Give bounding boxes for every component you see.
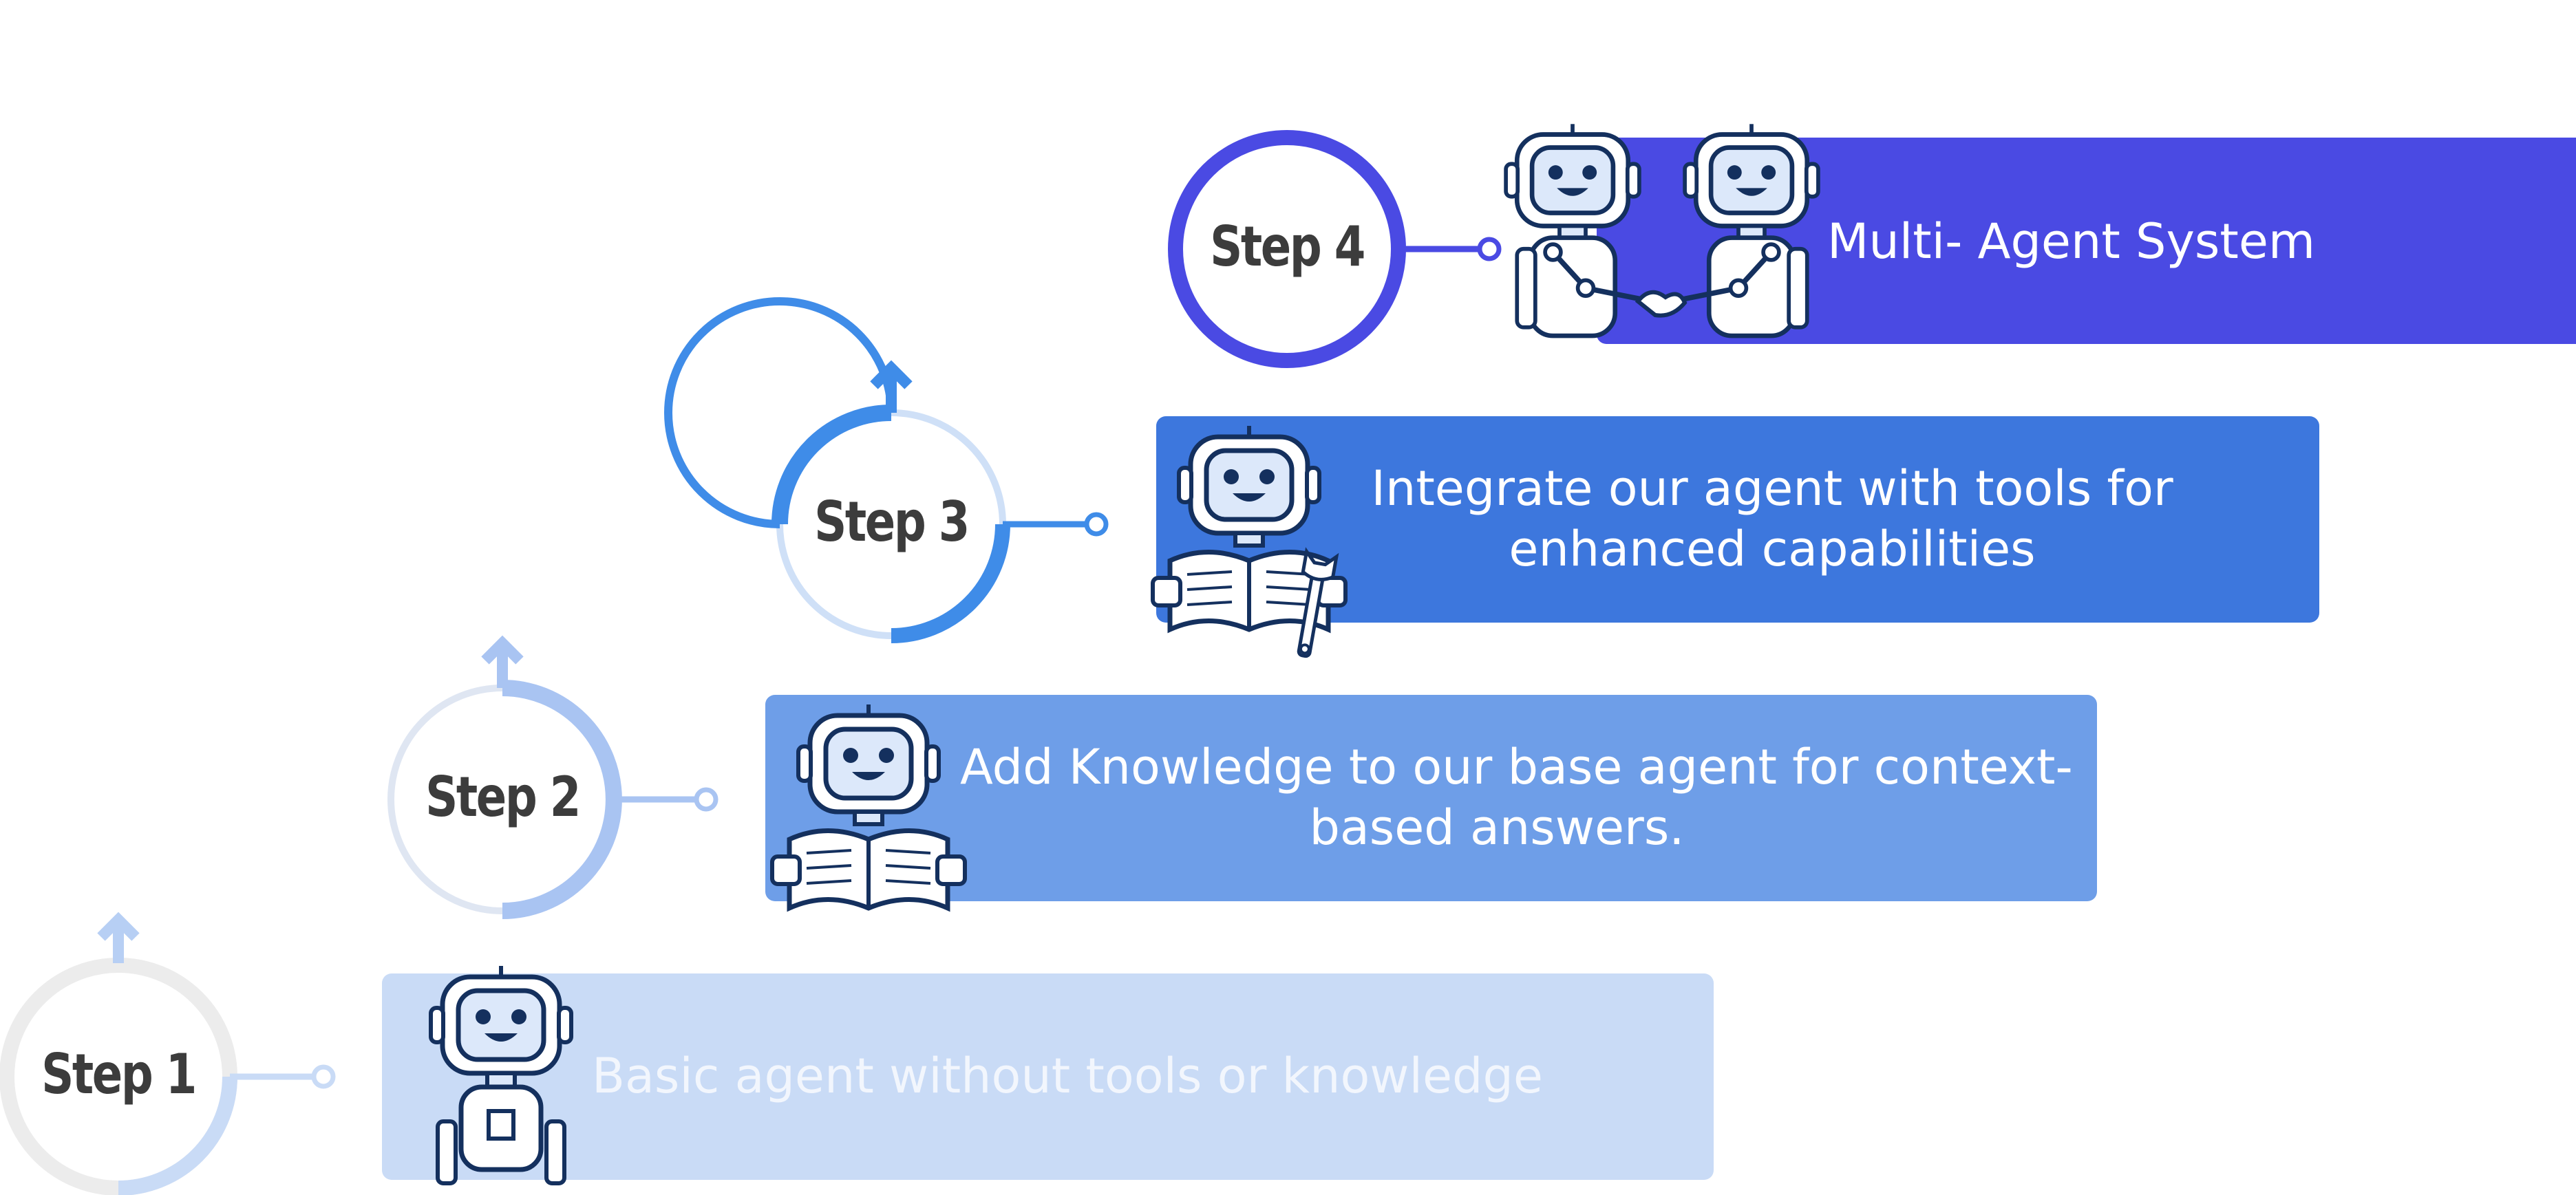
reading-robot-icon — [772, 704, 965, 908]
basic-robot-icon — [431, 966, 571, 1185]
step1-banner — [382, 973, 1714, 1180]
step2-banner — [765, 695, 2097, 901]
step3-banner — [1156, 416, 2319, 623]
step2-connector — [614, 787, 718, 812]
step2-description-line: based answers. — [1309, 799, 1685, 856]
step3-label: Step 3 — [814, 490, 970, 554]
step4-connector — [1398, 237, 1502, 261]
step1-description: Basic agent without tools or knowledge — [592, 1046, 1543, 1106]
step3-description: Integrate our agent with tools for enhan… — [1363, 458, 2182, 579]
step1-up-arrow-icon — [97, 912, 140, 963]
step3-up-arrow-icon — [870, 360, 913, 413]
step4-description-line: Multi- Agent System — [1827, 213, 2316, 270]
step4-description: Multi- Agent System — [1827, 211, 2316, 272]
step2-description: Add Knowledge to our base agent for cont… — [960, 737, 2073, 858]
step3-connector — [1003, 512, 1109, 537]
step3-ring — [664, 297, 1010, 643]
step1-label: Step 1 — [41, 1042, 197, 1106]
step1-connector — [230, 1064, 336, 1089]
step2-label: Step 2 — [425, 765, 581, 829]
step3-description-line: Integrate our agent with tools for — [1371, 460, 2173, 517]
step4-label: Step 4 — [1210, 215, 1365, 279]
step1-description-line: Basic agent without tools or knowledge — [592, 1048, 1543, 1104]
step2-description-line: Add Knowledge to our base agent for cont… — [960, 739, 2073, 795]
step2-up-arrow-icon — [481, 635, 524, 688]
step3-description-line: enhanced capabilities — [1509, 521, 2036, 577]
robot-with-wrench-icon — [1153, 426, 1345, 658]
step1-ring — [0, 958, 237, 1195]
robots-handshake-icon — [1506, 124, 1818, 338]
